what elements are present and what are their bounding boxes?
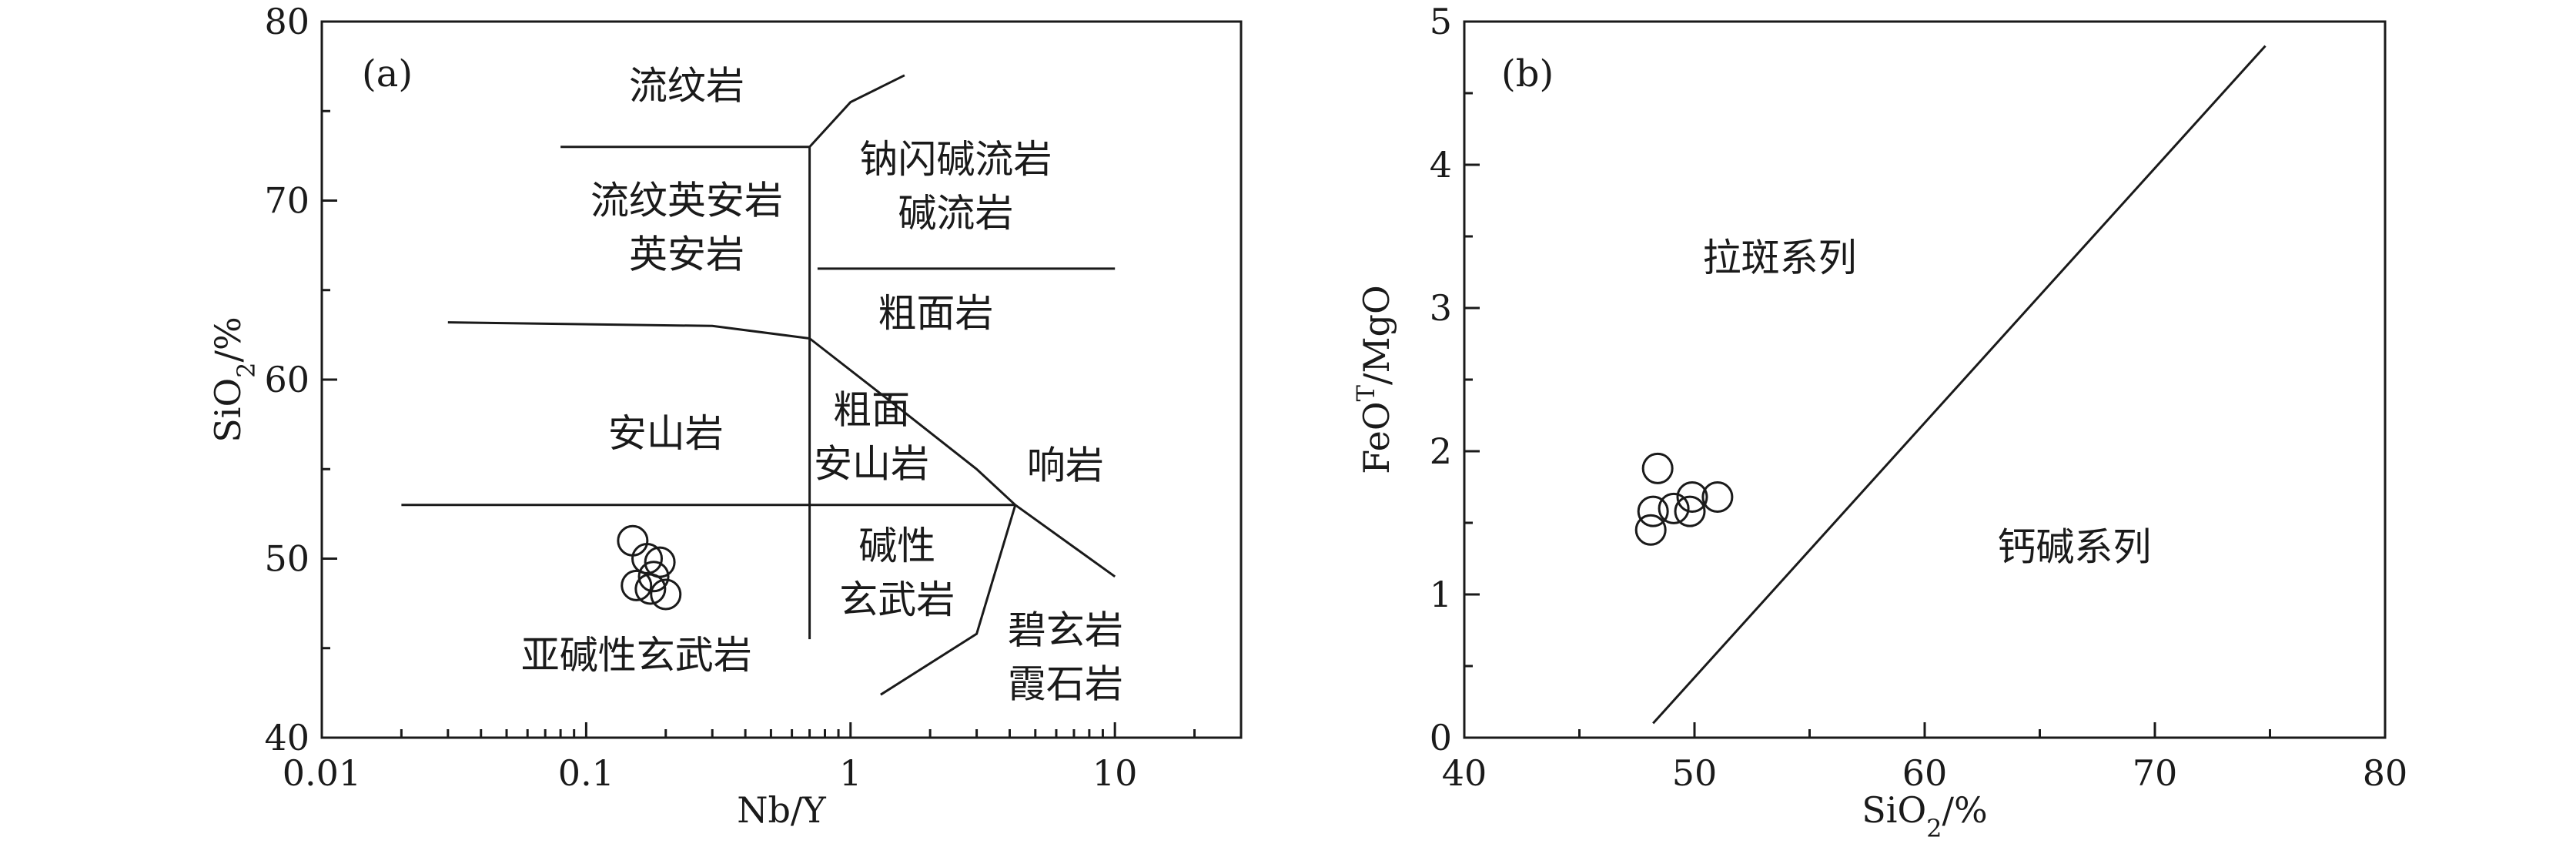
field-boundary <box>1014 504 1116 578</box>
field-label: 英安岩 <box>629 232 744 276</box>
data-point <box>631 543 664 574</box>
data-point <box>637 561 670 593</box>
field-boundary <box>1652 45 2267 725</box>
data-point <box>1674 495 1706 527</box>
field-label: 钙碱系列 <box>1997 525 2151 570</box>
x-tick-label: 50 <box>1672 752 1718 794</box>
x-tick-label: 0.1 <box>558 752 614 794</box>
field-label: 流纹英安岩 <box>590 178 783 223</box>
x-tick-label: 60 <box>1902 752 1948 794</box>
field-label: 钠闪碱流岩 <box>859 137 1052 182</box>
panel-label: (b) <box>1501 52 1554 95</box>
y-tick-label: 4 <box>1430 144 1452 186</box>
y-tick-label: 2 <box>1430 430 1452 472</box>
y-tick-label: 40 <box>264 717 309 758</box>
x-tick-label: 1 <box>839 752 861 794</box>
field-label: 响岩 <box>1027 444 1104 488</box>
x-tick-label: 10 <box>1092 752 1138 794</box>
field-label: 霞石岩 <box>1008 661 1123 706</box>
data-point <box>1658 492 1690 524</box>
field-label: 碧玄岩 <box>1008 608 1123 652</box>
field-label: 玄武岩 <box>839 578 955 622</box>
x-tick-label: 80 <box>2363 752 2408 794</box>
plot-frame <box>1463 20 2387 739</box>
data-point <box>1701 481 1734 514</box>
y-axis-label: SiO2/% <box>207 316 261 443</box>
field-label: 碱性 <box>858 524 935 568</box>
field-label: 粗面岩 <box>878 291 993 336</box>
field-label: 安山岩 <box>608 411 724 456</box>
data-point <box>650 578 682 611</box>
y-axis-label: FeOT/MgO <box>1351 285 1397 474</box>
data-point <box>1676 481 1708 514</box>
y-tick-label: 1 <box>1430 574 1452 615</box>
data-point <box>1637 495 1669 527</box>
panel-label: (a) <box>362 52 413 95</box>
data-point <box>634 573 667 605</box>
field-boundary <box>808 74 905 148</box>
x-tick-label: 0.01 <box>283 752 361 794</box>
y-tick-label: 70 <box>264 180 309 222</box>
y-tick-label: 3 <box>1430 287 1452 329</box>
x-tick-label: 70 <box>2133 752 2178 794</box>
data-point <box>621 569 653 601</box>
field-label: 流纹岩 <box>629 64 744 109</box>
field-label: 粗面 <box>833 387 910 432</box>
data-point <box>1634 514 1667 546</box>
x-tick-label: 40 <box>1442 752 1487 794</box>
field-label: 拉斑系列 <box>1703 236 1857 280</box>
field-boundary <box>880 504 1017 696</box>
y-tick-label: 5 <box>1430 1 1452 42</box>
field-label: 碱流岩 <box>898 191 1013 236</box>
field-boundary <box>447 321 1016 506</box>
field-label: 安山岩 <box>814 441 929 486</box>
x-axis-label: SiO2/% <box>1862 789 1988 843</box>
y-tick-label: 0 <box>1430 717 1452 758</box>
field-label: 亚碱性玄武岩 <box>521 633 752 678</box>
x-axis-label: Nb/Y <box>737 789 826 831</box>
y-tick-label: 60 <box>264 359 309 400</box>
data-point <box>617 524 649 557</box>
data-point <box>1641 452 1674 484</box>
y-tick-label: 80 <box>264 1 309 42</box>
y-tick-label: 50 <box>264 538 309 580</box>
